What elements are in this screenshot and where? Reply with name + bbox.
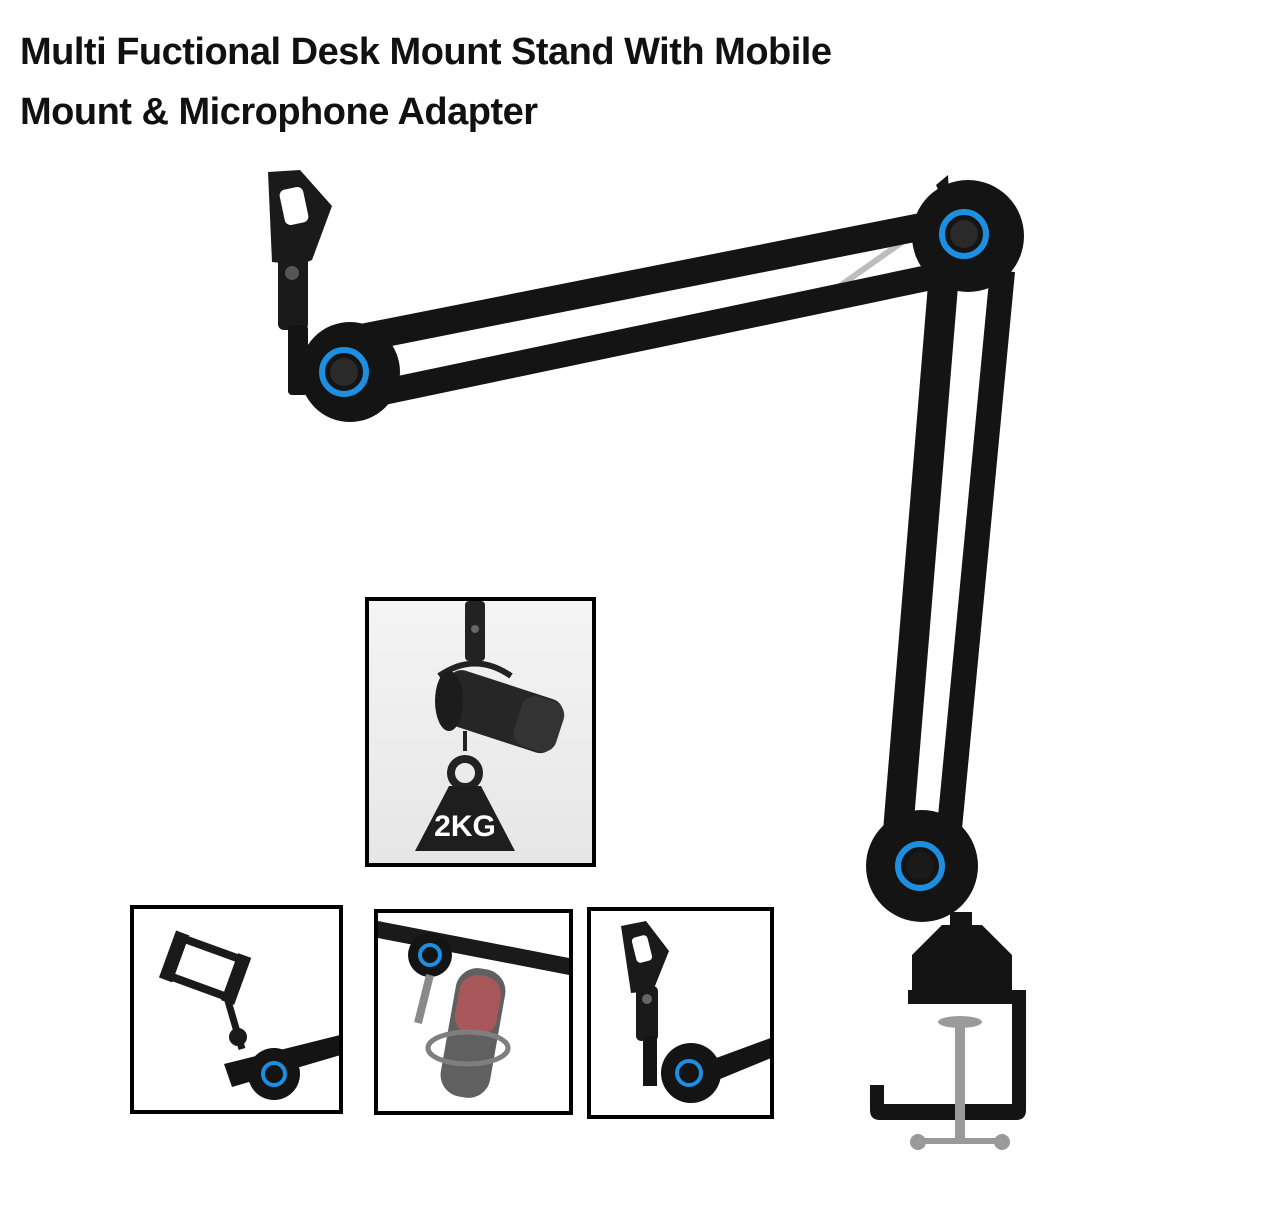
upper-arm: [330, 205, 966, 410]
top-right-joint: [912, 175, 1024, 292]
bottom-joint: [866, 810, 978, 922]
shock-mount-inset: [374, 909, 573, 1115]
lower-arm: [882, 260, 1015, 850]
product-title: Multi Fuctional Desk Mount Stand With Mo…: [20, 22, 840, 142]
phone-holder-inset: [130, 905, 343, 1114]
product-title-line-2: Mount & Microphone Adapter: [20, 91, 538, 133]
mic-clip-inset: [587, 907, 774, 1119]
weight-label: 2KG: [434, 810, 496, 843]
mic-load-weight-icon: 2KG: [369, 601, 592, 863]
phone-holder-image: [134, 909, 339, 1110]
left-joint: [300, 322, 400, 422]
mic-clip-image: [591, 911, 770, 1115]
product-title-line-1: Multi Fuctional Desk Mount Stand With Mo…: [20, 31, 832, 73]
mic-clip: [268, 170, 332, 395]
weight-capacity-inset: 2KG: [365, 597, 596, 867]
desk-clamp: [870, 912, 1026, 1150]
shock-mount-mic-image: [378, 913, 569, 1111]
